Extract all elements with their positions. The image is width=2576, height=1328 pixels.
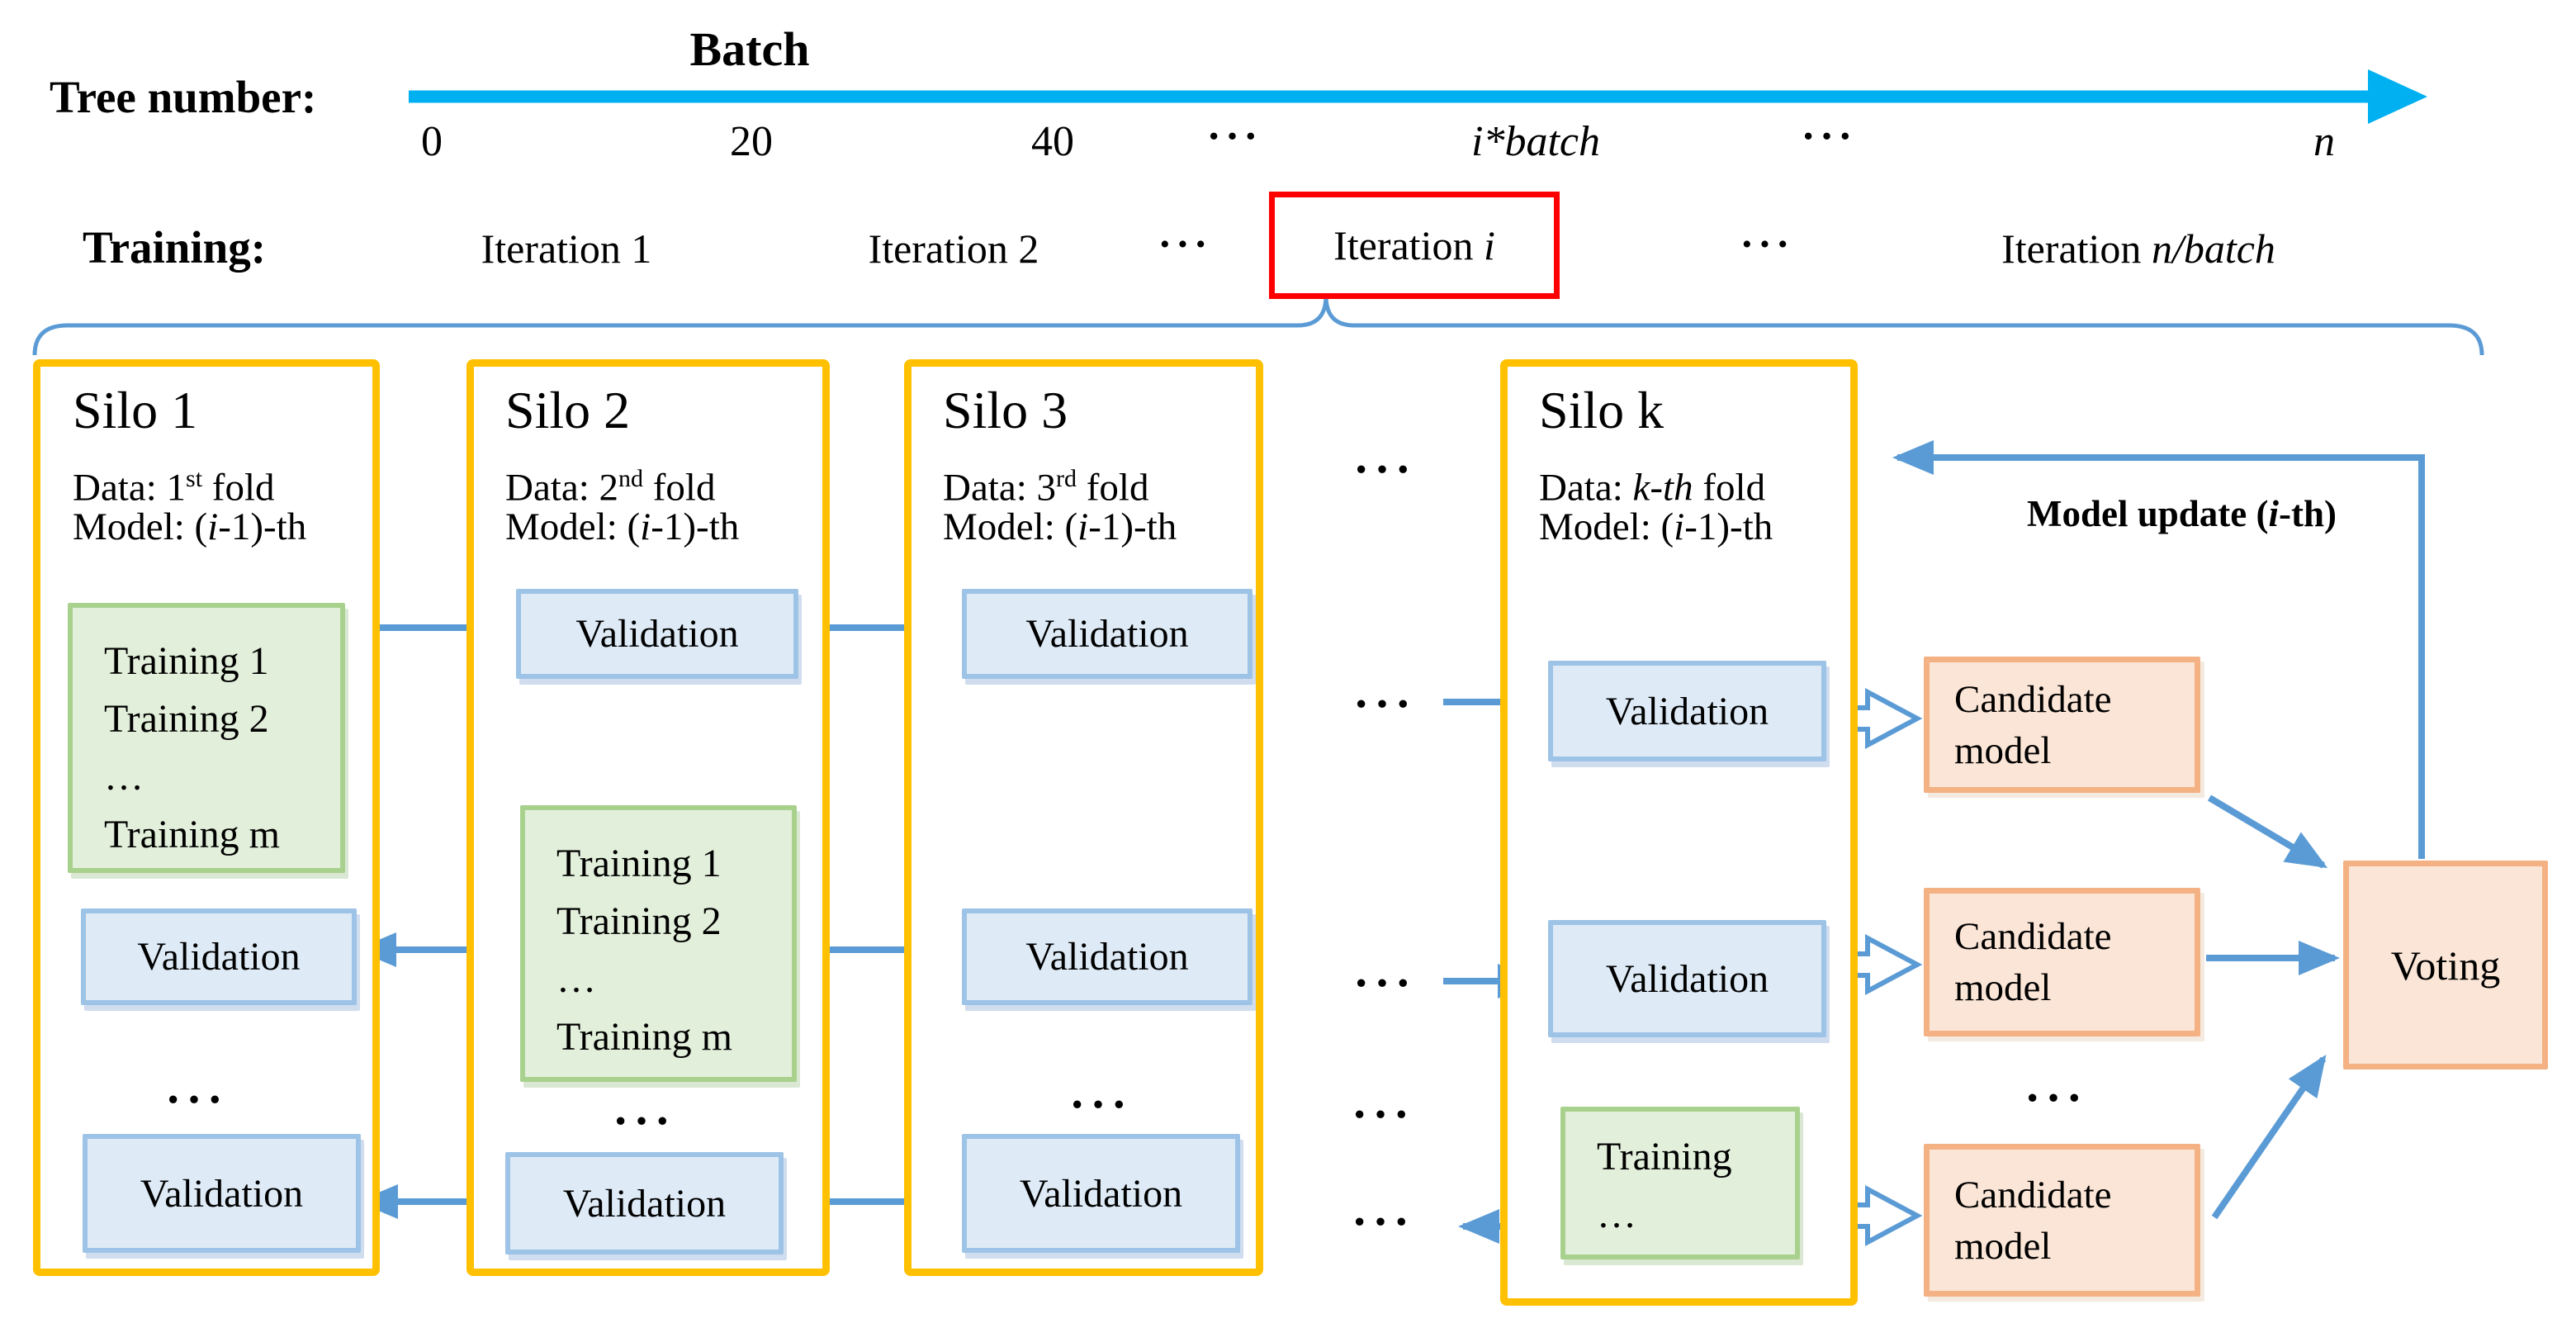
silo-k-training-box: Training … [1560, 1107, 1800, 1259]
silo-1-validation-1: Validation [81, 908, 357, 1005]
silo-2-data-line: Data: 2nd fold [505, 465, 716, 510]
ellipsis-silo3: ··· [1068, 1077, 1133, 1131]
silo-3-validation-3: Validation [962, 1134, 1240, 1253]
silo-1-data-line: Data: 1st fold [73, 465, 275, 510]
tick-i-batch: i*batch [1471, 118, 1600, 165]
ellipsis-gap-header: ··· [1352, 442, 1417, 496]
batch-axis-arrow [409, 69, 2427, 124]
silo-k-validation-2: Validation [1548, 920, 1826, 1037]
ellipsis-gap-row2: ··· [1352, 956, 1417, 1010]
silo-1-model-line: Model: (i-1)-th [73, 505, 307, 548]
tick-n: n [2313, 118, 2335, 165]
silo-1-title: Silo 1 [73, 381, 198, 439]
silo-3-model-line: Model: (i-1)-th [943, 505, 1177, 548]
silo-2-model-line: Model: (i-1)-th [505, 505, 740, 548]
ellipsis-silo1: ··· [164, 1072, 229, 1126]
iteration-ellipsis-1: ··· [1158, 221, 1212, 267]
iteration-i-label: Iteration i [1333, 222, 1495, 268]
silo-k-model-line: Model: (i-1)-th [1539, 505, 1773, 548]
silo-2-title: Silo 2 [505, 381, 631, 439]
silo-k-data-line: Data: k-th fold [1539, 466, 1766, 510]
iteration-n-batch-label: Iteration n/batch [2001, 225, 2275, 272]
silo-3-title: Silo 3 [943, 381, 1068, 439]
iteration-ellipsis-2: ··· [1740, 221, 1794, 267]
tick-40: 40 [1031, 118, 1074, 165]
tick-20: 20 [730, 118, 773, 165]
arrow-candidate1-to-voting [2207, 794, 2328, 869]
voting-box: Voting [2343, 861, 2548, 1070]
ellipsis-gap-row1: ··· [1352, 676, 1417, 731]
iteration-i-highlight-box: Iteration i [1269, 192, 1560, 299]
candidate-model-3: Candidate model [1924, 1144, 2200, 1297]
ellipsis-gap-row4: ··· [1351, 1194, 1415, 1249]
silo-1-training-box: Training 1 Training 2 … Training m [68, 603, 345, 873]
training-row-label: Training: [83, 222, 267, 273]
ellipsis-gap-row3: ··· [1351, 1087, 1415, 1141]
iteration-2-label: Iteration 2 [868, 225, 1039, 272]
arrow-voting-model-update-feedback [1892, 440, 2425, 859]
tick-ellipsis-1: ··· [1206, 113, 1262, 160]
candidate-model-1: Candidate model [1924, 657, 2200, 793]
candidate-model-2: Candidate model [1924, 888, 2200, 1036]
model-update-label: Model update (i-th) [2027, 493, 2337, 534]
tree-number-label: Tree number: [50, 72, 317, 122]
ellipsis-candidates: ··· [2024, 1070, 2088, 1125]
silo-3-validation-2: Validation [962, 908, 1252, 1005]
ellipsis-silo2: ··· [612, 1093, 676, 1148]
silo-2-validation-2: Validation [505, 1152, 784, 1254]
arrow-candidate3-to-voting [2211, 1055, 2327, 1220]
silo-k-title: Silo k [1539, 381, 1664, 439]
silo-2-training-box: Training 1 Training 2 … Training m [520, 805, 797, 1082]
silo-3-data-line: Data: 3rd fold [943, 465, 1149, 510]
silo-3-container [904, 359, 1263, 1276]
silo-3-validation-1: Validation [962, 589, 1252, 679]
silo-2-validation-1: Validation [516, 589, 798, 679]
iteration-1-label: Iteration 1 [481, 225, 652, 272]
silo-k-validation-1: Validation [1548, 661, 1826, 761]
silo-1-validation-2: Validation [83, 1134, 361, 1253]
iteration-brace [32, 295, 2484, 356]
tick-ellipsis-2: ··· [1801, 113, 1857, 160]
tick-0: 0 [421, 118, 443, 165]
batch-axis-title: Batch [689, 22, 810, 76]
